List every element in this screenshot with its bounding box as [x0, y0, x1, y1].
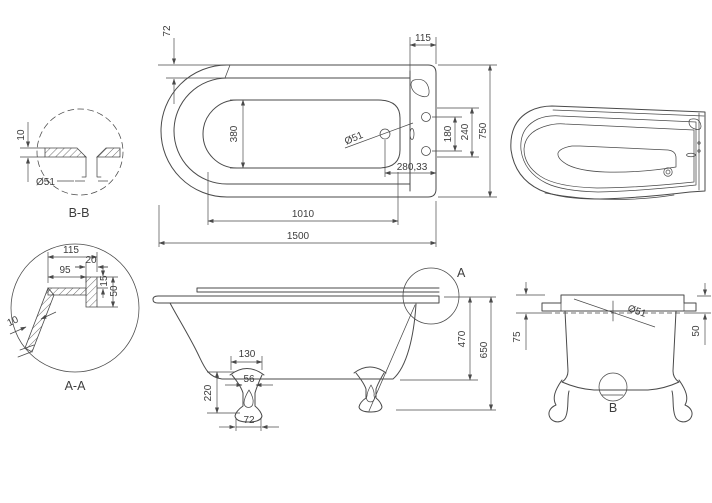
section-leader-line: [368, 304, 416, 412]
dim-label-aa-50: 50: [109, 285, 120, 297]
dim-label-280: 280,33: [397, 162, 428, 173]
dim-label-180: 180: [443, 125, 454, 142]
corner-shelf: [688, 118, 702, 130]
detail-label-a: A: [457, 266, 466, 280]
dim-label-650: 650: [479, 341, 490, 358]
dim-label-aa-20: 20: [85, 255, 97, 266]
right-foot-hole: [366, 384, 375, 403]
dim-label-750: 750: [478, 122, 489, 139]
front-rim-bar: [152, 295, 440, 304]
dim-label-bb-10: 10: [16, 129, 27, 141]
basin-floor: [557, 145, 677, 173]
detail-boundary-circle: [10, 243, 140, 373]
tap-hole-dot: [697, 141, 701, 145]
tap-hole: [421, 146, 431, 156]
dim-label-aa-95: 95: [59, 265, 71, 276]
corner-shelf: [410, 79, 430, 98]
drain-section-left: [44, 147, 87, 158]
detail-view-aa: 115 20 95 15 50 10 A-A: [6, 243, 140, 393]
dim-label-130: 130: [239, 349, 256, 360]
dim-label-end-dia: Ø51: [626, 303, 648, 320]
overflow-slot: [686, 152, 696, 158]
caption-aa: A-A: [65, 379, 87, 393]
detail-marker-circle-b: [598, 372, 628, 402]
dim-label-380: 380: [229, 125, 240, 142]
basin-lip: [523, 123, 695, 189]
tap-hole: [421, 112, 431, 122]
dim-label-72: 72: [162, 25, 173, 37]
ext-line: [158, 64, 227, 79]
wall-section: [24, 287, 55, 353]
dim-label-240: 240: [460, 123, 471, 140]
rim-profile: [541, 294, 697, 312]
ext-line: [438, 64, 497, 198]
leader-line-drain: [573, 298, 656, 328]
dim-label-1010: 1010: [292, 209, 315, 220]
dim-label-aa-15: 15: [99, 275, 110, 287]
dim-label-56: 56: [243, 374, 255, 385]
rim-flange-section: [47, 287, 87, 296]
left-foot-hole: [243, 389, 254, 408]
dim-label-50: 50: [691, 325, 702, 337]
left-foot-plate: [229, 368, 265, 376]
break-marks: [17, 344, 35, 358]
skirt-curve: [544, 192, 675, 200]
tub-body-profile: [169, 302, 417, 380]
rim-edge-line: [552, 109, 705, 117]
ext-line: [158, 201, 437, 247]
ext-line: [235, 418, 262, 431]
drain-hole: [379, 128, 391, 140]
ext-line: [516, 294, 547, 314]
drain-hole: [663, 167, 673, 177]
ext-line: [207, 172, 399, 225]
detail-label-b: B: [609, 401, 617, 415]
dim-label-aa-10: 10: [6, 314, 21, 329]
dim-label-bb-dia: Ø51: [36, 177, 55, 188]
tub-outer-outline: [160, 64, 437, 198]
leader-line-drain: [344, 122, 414, 149]
dim-label-fv-72: 72: [243, 415, 255, 426]
ext-line: [207, 371, 240, 414]
tub-outer-outline: [510, 105, 706, 200]
dim-arrow: [9, 326, 27, 335]
ext-line: [400, 296, 496, 381]
drain-hole-center: [665, 169, 671, 175]
tub-body-outline: [561, 310, 680, 391]
dim-label-1500: 1500: [287, 231, 310, 242]
top-view: Ø51 72 115 380 280,33 1010 1500 180 240 …: [158, 25, 497, 247]
dim-label-115: 115: [415, 33, 431, 44]
tap-hole-dot: [697, 149, 701, 153]
rim-roll-section: [85, 276, 98, 308]
detail-marker-circle-a: [402, 267, 460, 325]
ext-line: [684, 295, 711, 314]
ext-line: [409, 37, 437, 71]
back-rim-bar: [196, 287, 440, 293]
drain-pipe-lines: [81, 156, 102, 178]
rim-break-tick: [224, 64, 231, 79]
rim-step-ticks: [560, 302, 685, 312]
dim-label-aa-115: 115: [63, 245, 79, 256]
right-foot-body: [355, 372, 385, 413]
left-foot-body: [231, 374, 263, 423]
caption-bb: B-B: [69, 206, 90, 220]
dim-label-220: 220: [203, 384, 214, 401]
right-foot-plate: [353, 366, 387, 374]
detail-boundary-circle: [36, 108, 124, 196]
front-view: 130 56 220 72 A 470 650: [152, 266, 496, 431]
left-foot: [548, 379, 570, 423]
end-view-b: B Ø51 75 50: [512, 282, 711, 423]
drain-section-right: [96, 147, 121, 158]
tub-rim-inner: [520, 115, 697, 193]
ext-line: [20, 147, 45, 158]
detail-view-bb: 10 Ø51 B-B: [16, 108, 124, 220]
side-perspective-view: [510, 105, 706, 200]
right-foot: [671, 379, 693, 423]
dim-label-470: 470: [457, 330, 468, 347]
overflow-slot: [409, 128, 415, 140]
dim-label-75: 75: [512, 331, 523, 343]
dim-arrow: [40, 311, 57, 320]
